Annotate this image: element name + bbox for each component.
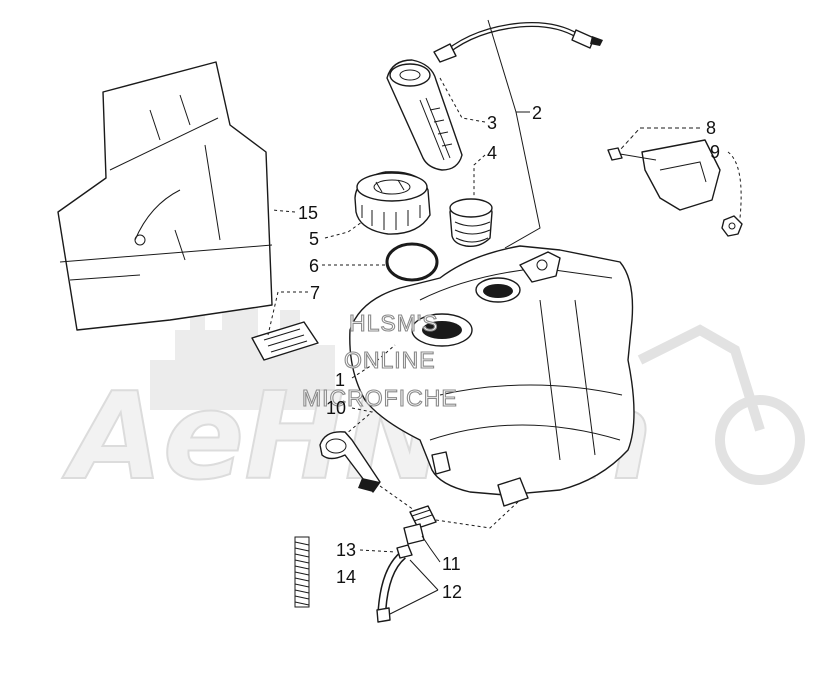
callouts: 2 3 4 8 9 15 5 6 7 1 10 11 12 13 14 [298,103,720,602]
callout-6: 6 [309,256,319,276]
fuel-cap-part-5 [354,171,431,235]
fuel-hose-part-12 [376,544,413,623]
callout-1: 1 [335,370,345,390]
fuel-fitting-part-11 [403,505,437,545]
watermark-line-1: HLSM'S [349,310,439,336]
mount-bracket-part-8 [607,139,721,211]
watermark-line-3: MICROFICHE [302,385,458,411]
callout-8: 8 [706,118,716,138]
watermark-line-2: ONLINE [344,347,436,373]
filler-neck-part-4 [449,198,493,248]
callout-3: 3 [487,113,497,133]
callout-15: 15 [298,203,318,223]
watermark-skyline [150,262,335,410]
fuel-tank-part-1 [349,245,635,507]
callout-9: 9 [710,142,720,162]
heat-shield-part-15 [57,61,273,331]
nut-part-9 [721,215,743,237]
callout-4: 4 [487,143,497,163]
callout-11: 11 [442,554,461,574]
gasket-part-6 [385,242,439,282]
callout-7: 7 [310,283,320,303]
coil-spring-part-14 [294,536,310,608]
callout-13: 13 [336,540,356,560]
watermark-text: HLSM'S ONLINE MICROFICHE [301,309,458,411]
sender-wire-part-2 [433,22,603,63]
fuel-gauge-part-3 [386,59,463,171]
strap-part-10 [319,431,381,493]
watermark-motorcycle [637,324,805,485]
callout-5: 5 [309,229,319,249]
callout-12: 12 [442,582,462,602]
callout-14: 14 [336,567,356,587]
callout-10: 10 [326,398,346,418]
warning-label-part-7 [251,321,319,361]
callout-2: 2 [532,103,542,123]
leader-lines [267,19,742,615]
